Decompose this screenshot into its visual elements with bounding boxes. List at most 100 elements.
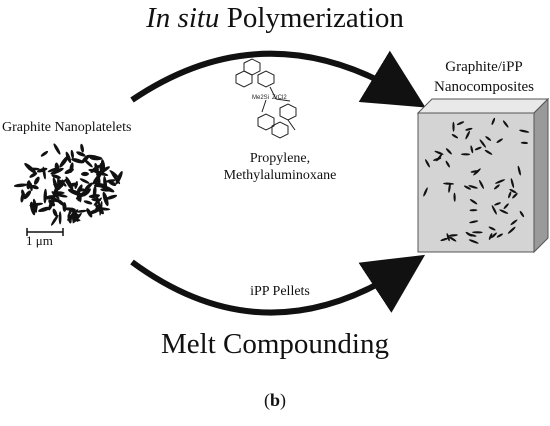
graphite-platelet [84, 182, 93, 191]
dispersed-platelet [469, 220, 479, 224]
dispersed-platelet [469, 199, 478, 205]
graphite-platelet [68, 207, 73, 216]
dispersed-platelet [472, 231, 483, 234]
graphite-platelet [48, 195, 56, 211]
dispersed-platelet [488, 226, 496, 231]
dispersed-platelet [425, 159, 430, 168]
dispersed-platelet [474, 146, 482, 151]
top-arrow [130, 50, 426, 108]
dispersed-platelet [463, 185, 472, 190]
dispersed-platelet [519, 210, 525, 218]
nanocomposites-label: Graphite/iPP Nanocomposites [418, 57, 550, 97]
graphite-platelet [64, 178, 71, 186]
graphite-platelet [55, 198, 66, 207]
dispersed-platelet [485, 136, 492, 141]
graphite-platelet [72, 212, 82, 224]
dispersed-platelets [423, 117, 530, 244]
graphite-platelet [83, 200, 93, 205]
dispersed-platelet [443, 182, 455, 185]
dispersed-platelet [452, 121, 455, 132]
graphite-platelet [40, 150, 49, 157]
graphite-platelet [100, 187, 112, 192]
dispersed-platelet [440, 237, 449, 242]
dispersed-platelet [496, 138, 503, 143]
dispersed-platelet [488, 233, 493, 240]
graphite-platelet [80, 143, 84, 153]
dispersed-platelet [510, 178, 515, 189]
graphite-platelet [43, 188, 47, 204]
graphite-platelet [45, 195, 56, 200]
graphite-platelet [54, 193, 68, 198]
graphite-platelet [86, 154, 100, 159]
dispersed-platelet [499, 209, 509, 214]
figure-caption: (b) [263, 390, 286, 410]
graphite-platelet [24, 162, 37, 174]
in-situ-polymerization-title: In situ Polymerization [146, 2, 404, 34]
graphite-platelet [51, 191, 60, 200]
graphite-platelet [100, 159, 106, 171]
graphite-platelet [58, 211, 62, 225]
dispersed-platelet [491, 232, 497, 239]
graphite-platelet [110, 171, 121, 185]
graphite-platelet [47, 167, 58, 173]
graphite-platelet [76, 151, 86, 157]
dispersed-platelet [448, 234, 458, 237]
dispersed-platelet [509, 188, 517, 194]
dispersed-platelet [520, 141, 529, 145]
dispersed-platelet [519, 129, 530, 133]
graphite-platelet [26, 180, 31, 190]
dispersed-platelet [468, 185, 478, 189]
dispersed-platelet [495, 179, 506, 184]
graphite-platelet [33, 176, 40, 185]
graphite-platelet [51, 214, 59, 226]
dispersed-platelet [510, 219, 518, 226]
graphite-platelet [79, 178, 90, 184]
graphite-platelet [13, 183, 28, 188]
graphite-platelet [106, 194, 118, 200]
catalyst-label: Propylene, Methylaluminoxane [190, 150, 370, 184]
dispersed-platelet [456, 121, 465, 126]
graphite-platelet [57, 179, 66, 191]
graphite-platelet [31, 184, 39, 190]
dispersed-platelet [484, 149, 493, 155]
molecule-metal-label: ZrCl2 [272, 95, 287, 101]
dispersed-platelet [502, 120, 509, 128]
dispersed-platelet [491, 205, 497, 215]
catalyst-label-line1: Propylene, [249, 151, 311, 166]
scale-bar-label: 1 μm [26, 233, 53, 248]
ipp-pellets-label: iPP Pellets [250, 284, 310, 299]
graphite-platelet [95, 203, 104, 215]
graphite-platelet [21, 189, 26, 198]
graphite-platelet [70, 149, 74, 159]
graphite-platelet-cluster [13, 143, 123, 226]
dispersed-platelet [508, 191, 512, 199]
graphite-platelet [105, 179, 116, 183]
graphite-platelet [102, 191, 109, 207]
graphite-platelet [38, 206, 51, 213]
graphite-platelet [75, 190, 89, 200]
dispersed-platelet [470, 170, 480, 173]
graphite-platelet [84, 159, 93, 168]
dispersed-platelet [445, 148, 452, 155]
dispersed-platelet [423, 187, 428, 197]
dispersed-platelet [467, 233, 477, 237]
dispersed-platelet [469, 209, 478, 212]
dispersed-platelet [512, 192, 518, 199]
dispersed-platelet [460, 153, 471, 156]
dispersed-platelet [503, 203, 509, 210]
dispersed-platelet [448, 183, 451, 193]
dispersed-platelet [453, 192, 456, 202]
nanocomposites-label-line2: Nanocomposites [434, 79, 534, 95]
graphite-platelet [52, 208, 58, 217]
graphite-platelet [76, 209, 87, 213]
dispersed-platelet [448, 236, 457, 242]
graphite-platelet [42, 166, 46, 180]
nanocomposites-label-line1: Graphite/iPP [445, 59, 523, 75]
dispersed-platelet [465, 127, 473, 131]
graphite-platelet [88, 168, 99, 173]
dispersed-platelet [507, 226, 516, 234]
graphite-platelet [93, 179, 100, 187]
graphite-platelet [81, 171, 89, 177]
graphite-nanoplatelets-label: Graphite Nanoplatelets [2, 120, 132, 135]
